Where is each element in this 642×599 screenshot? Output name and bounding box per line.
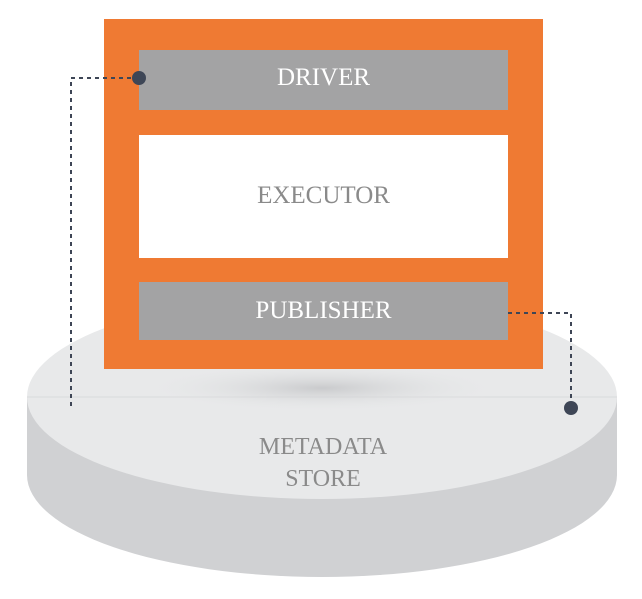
metadata-store-label: METADATA STORE [223, 431, 423, 495]
executor-label: EXECUTOR [257, 182, 390, 209]
driver-connector-line [70, 77, 139, 410]
executor-block [139, 135, 508, 258]
store-label-line2: STORE [285, 466, 361, 492]
driver-store-connector [70, 71, 146, 410]
driver-label: DRIVER [276, 64, 371, 91]
stack-shadow [142, 364, 502, 412]
store-label-line1: METADATA [258, 434, 388, 460]
publisher-label: PUBLISHER [255, 297, 392, 324]
publisher-store-connector [508, 312, 578, 415]
publisher-block [139, 282, 508, 340]
driver-block [139, 50, 508, 110]
driver-connector-dot [132, 71, 146, 85]
publisher-connector-dot [564, 401, 578, 415]
